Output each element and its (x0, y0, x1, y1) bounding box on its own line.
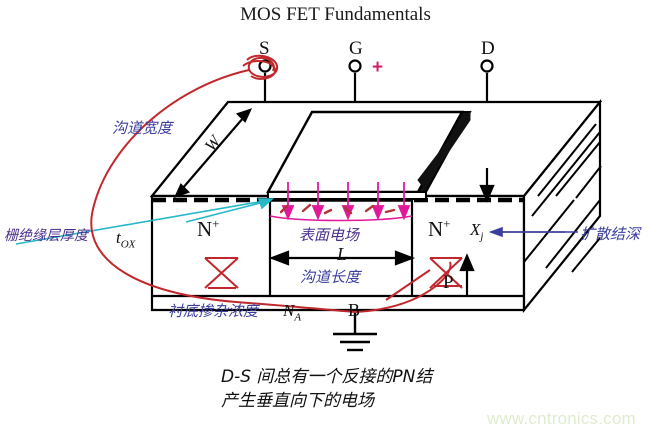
gate-oxide-thickness-symbol: tOX (116, 228, 135, 250)
page-title: MOS FET Fundamentals (240, 4, 431, 25)
drain-terminal-node (480, 59, 494, 73)
gate-plate (265, 110, 472, 200)
note-line-1: D-S 间总有一个反接的PN结 (221, 367, 433, 387)
drain-n-symbol: N (428, 217, 444, 241)
surface-field-label: 表面电场 (299, 226, 360, 244)
substrate-doping-symbol: NA (283, 301, 301, 323)
xj-symbol: X (470, 220, 481, 239)
source-n-symbol: N (197, 217, 213, 241)
right-face-lower-hatching (523, 199, 601, 273)
drain-down-arrow (479, 168, 495, 203)
gate-oxide-thickness-label: 栅绝缘层厚度 (4, 228, 88, 244)
gate-terminal-label: G (349, 38, 363, 59)
na-symbol: N (283, 301, 295, 320)
drain-plus-sup: + (443, 216, 451, 231)
channel-boundary-curve (269, 215, 413, 222)
body-terminal-label: B (348, 300, 361, 320)
t-symbol: t (116, 228, 121, 247)
channel-width-arrow (173, 108, 253, 198)
top-left-edge (151, 101, 229, 197)
source-region-label: N+ (197, 216, 220, 242)
drain-region-label: N+ (428, 216, 451, 242)
junction-depth-label: 扩散结深 (580, 225, 641, 243)
xj-subscript: j (480, 230, 484, 243)
channel-length-label: 沟道长度 (300, 268, 361, 286)
gate-terminal-node (348, 59, 362, 73)
right-face-hatching (531, 123, 602, 217)
channel-length-arrow (268, 250, 416, 266)
na-subscript: A (294, 311, 302, 324)
note-line-2: 产生垂直向下的电场 (221, 391, 374, 411)
source-terminal-node (258, 59, 272, 73)
inversion-charge-marks (279, 203, 396, 215)
red-annotation-ink (90, 54, 463, 313)
body-ground-symbol (333, 310, 377, 352)
watermark: www.cntronics.com (487, 409, 636, 428)
channel-width-label: 沟道宽度 (112, 119, 173, 137)
gate-polarity-label: + (372, 57, 384, 78)
substrate-up-arrow (459, 253, 475, 296)
substrate-type-label: P (443, 272, 454, 293)
source-plus-sup: + (212, 216, 220, 231)
ox-subscript: OX (120, 238, 136, 251)
channel-length-symbol: L (337, 244, 348, 264)
junction-depth-symbol: Xj (470, 220, 483, 242)
substrate-doping-label: 衬底掺杂浓度 (168, 302, 259, 320)
gate-oxide-pointer (15, 198, 275, 245)
source-terminal-label: S (259, 38, 270, 59)
drain-terminal-label: D (481, 38, 495, 59)
